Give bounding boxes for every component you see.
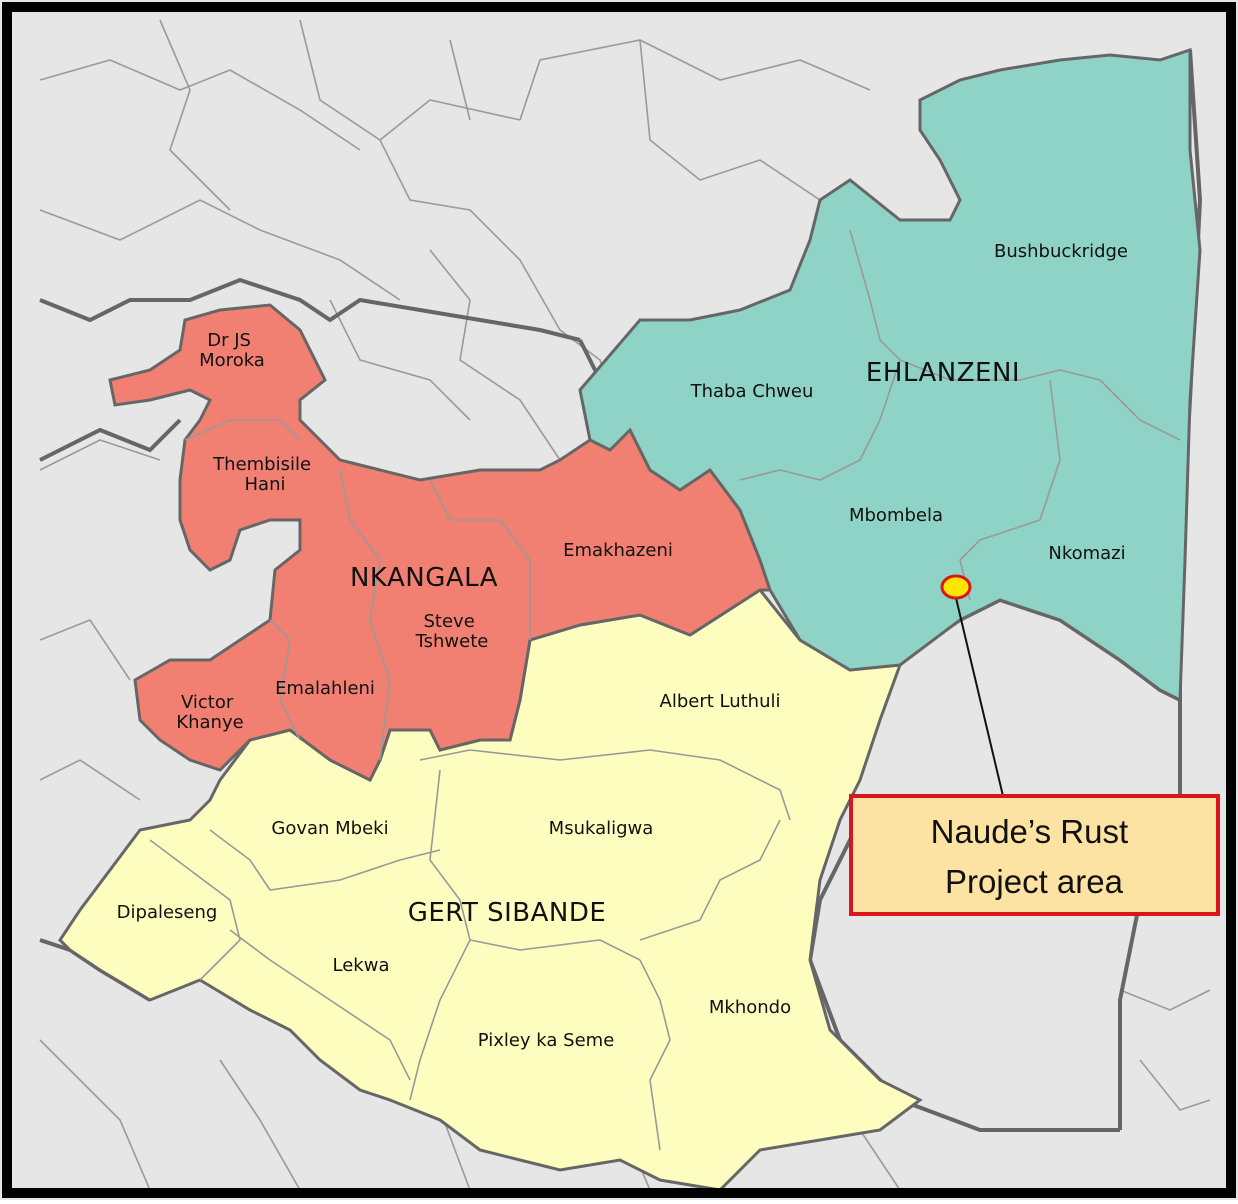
region-ehlanzeni	[578, 47, 1202, 703]
muni-label-thaba-chweu: Thaba Chweu	[690, 381, 814, 402]
district-label-ehlanzeni: EHLANZENI	[866, 358, 1020, 388]
location-marker-icon	[940, 574, 972, 600]
region-nkangala	[108, 303, 773, 783]
muni-label-victor-khanye: Victor Khanye	[176, 692, 243, 733]
muni-label-dr-js-moroka: Dr JS Moroka	[199, 330, 265, 371]
district-label-nkangala: NKANGALA	[350, 563, 498, 593]
muni-label-mkhondo: Mkhondo	[709, 997, 791, 1018]
muni-label-bushbuckridge: Bushbuckridge	[994, 241, 1128, 262]
muni-label-albert-luthuli: Albert Luthuli	[660, 691, 781, 712]
muni-label-govan-mbeki: Govan Mbeki	[271, 818, 388, 839]
district-label-gert-sibande: GERT SIBANDE	[408, 898, 607, 928]
muni-label-dipaleseng: Dipaleseng	[117, 902, 218, 923]
callout-box	[849, 794, 1220, 916]
callout-leader-line	[955, 597, 1004, 797]
muni-label-lekwa: Lekwa	[333, 955, 390, 976]
callout-label: Naude’s Rust Project area	[931, 813, 1138, 900]
muni-label-steve-tshwete: Steve Tshwete	[415, 611, 489, 652]
muni-label-emalahleni: Emalahleni	[275, 678, 375, 699]
muni-label-msukaligwa: Msukaligwa	[549, 818, 654, 839]
municipal-borders	[149, 229, 1181, 1151]
muni-label-pixley-ka-seme: Pixley ka Seme	[478, 1030, 615, 1051]
muni-label-nkomazi: Nkomazi	[1048, 543, 1125, 564]
muni-label-thembisile-hani: Thembisile Hani	[212, 454, 317, 495]
muni-label-emakhazeni: Emakhazeni	[563, 540, 673, 561]
muni-label-mbombela: Mbombela	[849, 505, 943, 526]
